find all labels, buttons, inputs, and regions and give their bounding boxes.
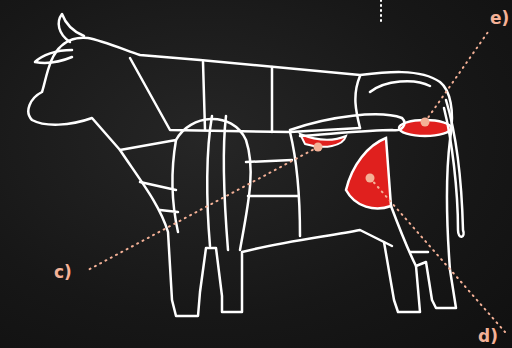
cut-line bbox=[384, 242, 428, 252]
callout-dot bbox=[421, 118, 430, 127]
cow-tail bbox=[444, 100, 464, 237]
cut-line bbox=[290, 114, 404, 136]
cut-line bbox=[176, 119, 251, 250]
cut-line bbox=[246, 132, 300, 236]
cut-line bbox=[120, 140, 178, 232]
callout-dot bbox=[366, 174, 375, 183]
cut-line bbox=[207, 116, 228, 250]
callout-dot bbox=[314, 143, 323, 152]
callout-label: c) bbox=[54, 262, 72, 282]
leader-line bbox=[425, 32, 488, 122]
callout-label: e) bbox=[490, 8, 509, 28]
cow-outline bbox=[28, 38, 456, 316]
callout-label: d) bbox=[478, 326, 498, 346]
leader-line bbox=[88, 147, 318, 270]
cow-ear bbox=[35, 50, 72, 63]
cut-line bbox=[370, 81, 430, 266]
guide-line bbox=[380, 0, 382, 22]
cut-highlight bbox=[346, 138, 391, 208]
cow-horn bbox=[59, 14, 84, 42]
leader-line bbox=[370, 178, 505, 332]
